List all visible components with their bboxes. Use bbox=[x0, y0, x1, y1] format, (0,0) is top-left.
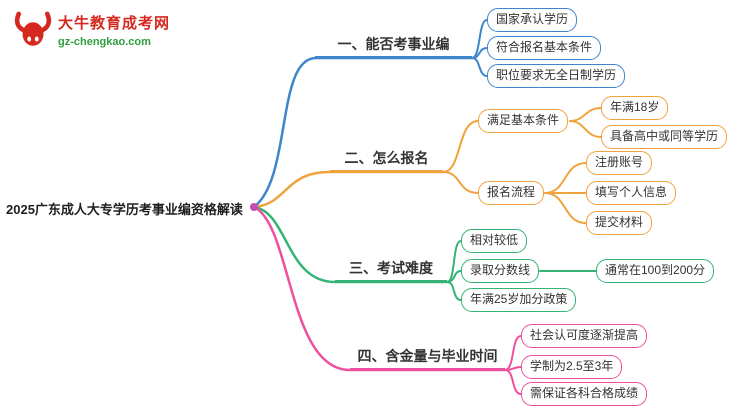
branch2-node-0: 满足基本条件 bbox=[478, 109, 569, 133]
branch1-node-0: 国家承认学历 bbox=[487, 8, 578, 32]
branch2-node-1-leaf-0: 注册账号 bbox=[586, 151, 653, 175]
branch3-node-1-leaf-0: 通常在100到200分 bbox=[596, 259, 715, 283]
branch1-node-2: 职位要求无全日制学历 bbox=[487, 64, 626, 88]
branch2-node-1-leaf-2: 提交材料 bbox=[586, 211, 653, 235]
branch1-label: 一、能否考事业编 bbox=[315, 34, 472, 58]
branch4-node-2: 需保证各科合格成绩 bbox=[521, 382, 648, 406]
branch2-node-0-leaf-0: 年满18岁 bbox=[601, 96, 669, 120]
main-topic: 2025广东成人大专学历考事业编资格解读 bbox=[6, 202, 243, 217]
branch3-node-2: 年满25岁加分政策 bbox=[461, 288, 577, 312]
branch2-node-0-leaf-1: 具备高中或同等学历 bbox=[601, 125, 728, 149]
logo-title: 大牛教育成考网 bbox=[58, 15, 171, 32]
branch3-label: 三、考试难度 bbox=[335, 258, 447, 282]
branch4-node-1: 学制为2.5至3年 bbox=[521, 355, 623, 379]
branch4-label: 四、含金量与毕业时间 bbox=[350, 346, 505, 370]
branch2-node-1-leaf-1: 填写个人信息 bbox=[586, 181, 677, 205]
branch1-node-1: 符合报名基本条件 bbox=[487, 36, 602, 60]
branch4-node-0: 社会认可度逐渐提高 bbox=[521, 324, 648, 348]
center-dot bbox=[250, 203, 258, 211]
logo-text-block: 大牛教育成考网 gz-chengkao.com bbox=[58, 8, 170, 48]
site-logo: 大牛教育成考网 gz-chengkao.com bbox=[12, 8, 170, 50]
branch2-node-1: 报名流程 bbox=[478, 181, 545, 205]
branch2-label: 二、怎么报名 bbox=[330, 148, 443, 172]
branch3-node-1: 录取分数线 bbox=[461, 259, 540, 283]
branch3-node-0: 相对较低 bbox=[461, 229, 528, 253]
bull-logo-icon bbox=[14, 11, 52, 46]
logo-url: gz-chengkao.com bbox=[58, 36, 151, 48]
